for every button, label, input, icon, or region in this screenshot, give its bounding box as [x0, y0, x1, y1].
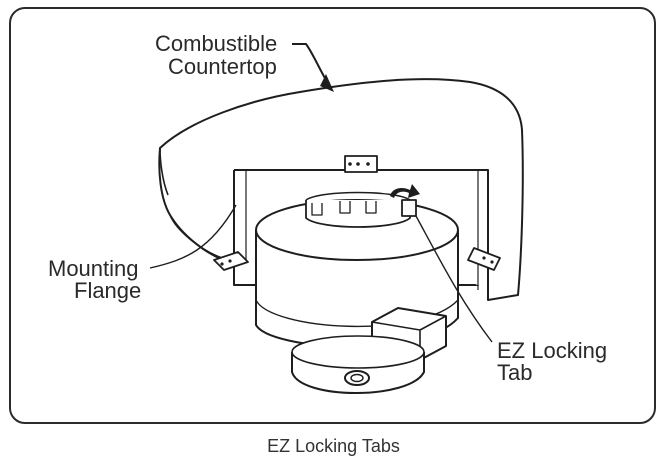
flange-label-line1: Mounting [48, 256, 139, 281]
figure-caption: EZ Locking Tabs [267, 436, 400, 456]
countertop-arrowhead [320, 74, 334, 92]
rotation-arrow-icon [390, 184, 420, 198]
countertop-label-line2: Countertop [168, 54, 277, 79]
tab-label-line1: EZ Locking [497, 338, 608, 363]
locking-ring [305, 200, 411, 228]
countertop-leader [292, 43, 327, 81]
flange-leader [149, 204, 237, 269]
ez-locking-tab [401, 199, 417, 217]
drain-fitting [344, 370, 370, 386]
countertop-label-line1: Combustible [155, 31, 278, 56]
flange-label-line2: Flange [74, 278, 142, 303]
tab-leader [415, 215, 493, 343]
top-bracket [344, 155, 378, 173]
tab-label-line2: Tab [497, 360, 533, 385]
countertop-edge [159, 147, 223, 259]
